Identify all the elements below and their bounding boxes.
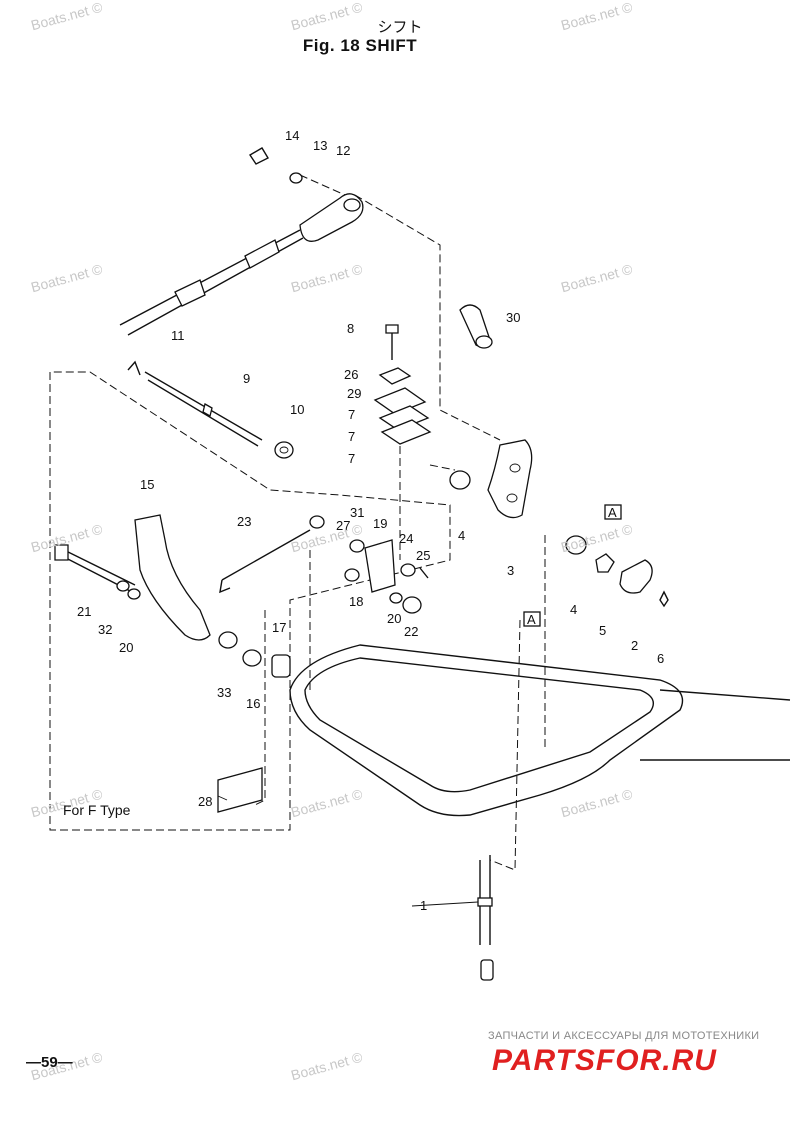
callout-3: 3 [507, 563, 514, 578]
clip-6 [659, 590, 669, 608]
leader-13-12 [299, 174, 346, 196]
nut-5 [595, 553, 615, 573]
lever-15 [134, 514, 211, 641]
callout-6: 6 [657, 651, 664, 666]
label-28 [217, 767, 263, 813]
plate-7a [378, 405, 430, 431]
callout-20b: 20 [387, 611, 401, 626]
bushing-4a [449, 470, 471, 490]
callout-5: 5 [599, 623, 606, 638]
callout-31: 31 [350, 505, 364, 520]
washer-20b [389, 592, 403, 604]
callout-29: 29 [347, 386, 361, 401]
leader-4 [429, 464, 456, 471]
callout-25: 25 [416, 548, 430, 563]
callout-13: 13 [313, 138, 327, 153]
callout-7b: 7 [348, 429, 355, 444]
page-number: —59— [26, 1054, 73, 1071]
shift-arm-3 [487, 439, 533, 519]
washer-18 [344, 568, 360, 582]
callout-2: 2 [631, 638, 638, 653]
f-type-boundary [49, 371, 451, 831]
cable-sleeve [174, 279, 206, 307]
callout-22: 22 [404, 624, 418, 639]
leader-12-3 [354, 194, 501, 441]
bushing-17 [271, 654, 291, 678]
callout-9: 9 [243, 371, 250, 386]
marker-a-right-label: A [608, 505, 617, 520]
washer-20 [127, 588, 141, 600]
brand-tagline: ЗАПЧАСТИ И АКСЕССУАРЫ ДЛЯ МОТОТЕХНИКИ [488, 1030, 760, 1042]
bottom-cowl [289, 644, 684, 817]
washer-13 [289, 172, 303, 184]
brand-logo: PARTSFOR.RU [492, 1044, 717, 1077]
callout-20a: 20 [119, 640, 133, 655]
callout-26: 26 [344, 367, 358, 382]
marker-a-right [604, 504, 622, 520]
leader-a-left [489, 619, 521, 871]
callout-4a: 4 [458, 528, 465, 543]
rod-23 [221, 529, 311, 581]
leader-28 [254, 610, 266, 806]
washer-16 [242, 649, 262, 667]
clip-11 [127, 360, 141, 376]
callout-18: 18 [349, 594, 363, 609]
callout-27: 27 [336, 518, 350, 533]
bolt-8 [385, 324, 399, 334]
leader-1 [411, 901, 479, 907]
callout-1: 1 [420, 898, 427, 913]
nut-26 [378, 367, 412, 385]
cable-end [480, 959, 494, 981]
washer-27 [349, 539, 365, 553]
callout-24: 24 [399, 531, 413, 546]
callout-14: 14 [285, 128, 299, 143]
cable-clamp [477, 897, 493, 907]
callout-30: 30 [506, 310, 520, 325]
callout-10: 10 [290, 402, 304, 417]
callout-33: 33 [217, 685, 231, 700]
nut-22 [402, 596, 422, 614]
title-japanese: シフト [377, 19, 423, 36]
callout-17: 17 [272, 620, 286, 635]
callout-7a: 7 [348, 407, 355, 422]
callout-16: 16 [246, 696, 260, 711]
cable-joint [244, 239, 280, 269]
callout-7c: 7 [348, 451, 355, 466]
callout-12: 12 [336, 143, 350, 158]
callout-32: 32 [98, 622, 112, 637]
callout-19: 19 [373, 516, 387, 531]
washer-32 [116, 580, 130, 592]
shift-rod-9 [144, 371, 263, 447]
callout-23: 23 [237, 514, 251, 529]
plate-7b [380, 419, 432, 445]
plate-19 [364, 539, 396, 593]
washer-24 [400, 563, 416, 577]
callout-11: 11 [171, 328, 185, 343]
callout-21: 21 [77, 604, 91, 619]
washer-10 [274, 441, 294, 459]
f-type-note: For F Type [63, 802, 131, 818]
pin-25 [419, 567, 429, 579]
callout-15: 15 [140, 477, 154, 492]
lever-bore [343, 198, 361, 212]
bracket-2 [619, 559, 653, 594]
callout-4b: 4 [570, 602, 577, 617]
marker-a-left-label: A [527, 612, 536, 627]
callout-28: 28 [198, 794, 212, 809]
bushing-4b [565, 535, 587, 555]
page-title: Fig. 18 SHIFT [302, 36, 418, 55]
marker-a-left [523, 611, 541, 627]
rod-collar [202, 403, 213, 417]
callout-8: 8 [347, 321, 354, 336]
washer-31 [309, 515, 325, 529]
plate-29 [373, 387, 427, 415]
leader-28b [217, 795, 228, 801]
washer-33 [218, 631, 238, 649]
clip-14 [249, 147, 269, 165]
